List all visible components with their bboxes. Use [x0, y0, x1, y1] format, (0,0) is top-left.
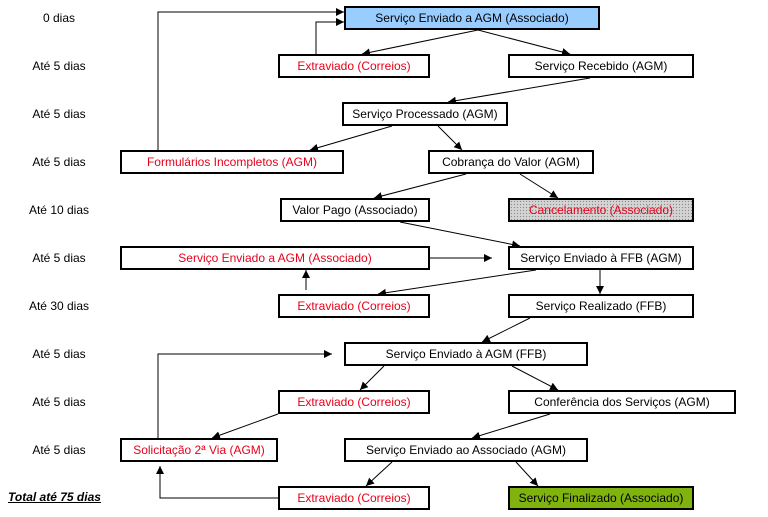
box-servico-reenviado-agm: Serviço Enviado a AGM (Associado) [120, 246, 430, 270]
timeline-label: Até 5 dias [32, 59, 86, 73]
box-servico-enviado-associado: Serviço Enviado ao Associado (AGM) [344, 438, 588, 462]
total-duration: Total até 75 dias [8, 490, 101, 504]
box-servico-realizado: Serviço Realizado (FFB) [508, 294, 694, 318]
arrow-agmffb-to-extraviado3 [359, 365, 385, 391]
arrow-agmffb-to-conferencia [511, 365, 559, 391]
arrow-realizado-to-agmffb [481, 317, 531, 343]
box-cobranca-valor: Cobrança do Valor (AGM) [428, 150, 594, 174]
arrow-formularios-loop [157, 8, 344, 150]
box-valor-pago: Valor Pago (Associado) [280, 198, 430, 222]
arrow-cobranca-to-cancelamento [519, 173, 559, 199]
arrow-valorpago-to-ffb [399, 221, 521, 249]
arrow-segundavia-loop [157, 350, 332, 438]
box-servico-finalizado: Serviço Finalizado (Associado) [508, 486, 694, 510]
arrow-processado-to-formularios [309, 125, 393, 152]
arrow-extraviado4-to-segundavia [156, 466, 278, 499]
timeline-label: Até 5 dias [32, 155, 86, 169]
box-conferencia-servicos: Conferência dos Serviços (AGM) [508, 390, 736, 414]
box-cancelamento: Cancelamento (Associado) [508, 198, 694, 222]
box-extraviado-4: Extraviado (Correios) [278, 486, 430, 510]
timeline-label: Até 5 dias [32, 395, 86, 409]
box-solicitacao-2-via: Solicitação 2ª Via (AGM) [120, 438, 278, 462]
timeline-label: Até 5 dias [32, 443, 86, 457]
box-extraviado-1: Extraviado (Correios) [278, 54, 430, 78]
arrow-cobranca-to-valorpago [373, 173, 467, 200]
timeline-label: Até 5 dias [32, 347, 86, 361]
box-servico-enviado-agm-ffb: Serviço Enviado à AGM (FFB) [344, 342, 588, 366]
box-servico-processado: Serviço Processado (AGM) [342, 102, 508, 126]
arrow-associado-to-extraviado4 [365, 461, 393, 487]
box-servico-enviado-ffb: Serviço Enviado à FFB (AGM) [508, 246, 694, 270]
timeline-label: Até 5 dias [32, 107, 86, 121]
box-extraviado-3: Extraviado (Correios) [278, 390, 430, 414]
arrow-enviado-to-recebido [477, 29, 571, 56]
timeline-label: 0 dias [42, 11, 76, 25]
box-extraviado-2: Extraviado (Correios) [278, 294, 430, 318]
timeline-label: Até 30 dias [28, 299, 90, 313]
timeline-label: Até 10 dias [28, 203, 90, 217]
arrow-processado-to-cobranca [437, 125, 463, 151]
arrow-extraviado1-loop [315, 18, 344, 54]
arrow-enviado-to-extraviado1 [361, 29, 479, 57]
arrow-extraviado3-to-segundavia [211, 413, 279, 440]
timeline-label: Até 5 dias [32, 251, 86, 265]
arrow-ffb-to-extraviado2 [377, 269, 537, 297]
box-servico-enviado-agm: Serviço Enviado a AGM (Associado) [344, 6, 600, 30]
arrow-conferencia-to-associado [471, 413, 551, 440]
box-formularios-incompletos: Formulários Incompletos (AGM) [120, 150, 344, 174]
arrow-associado-to-finalizado [515, 461, 539, 487]
box-servico-recebido: Serviço Recebido (AGM) [508, 54, 694, 78]
arrow-recebido-to-processado [447, 77, 591, 105]
